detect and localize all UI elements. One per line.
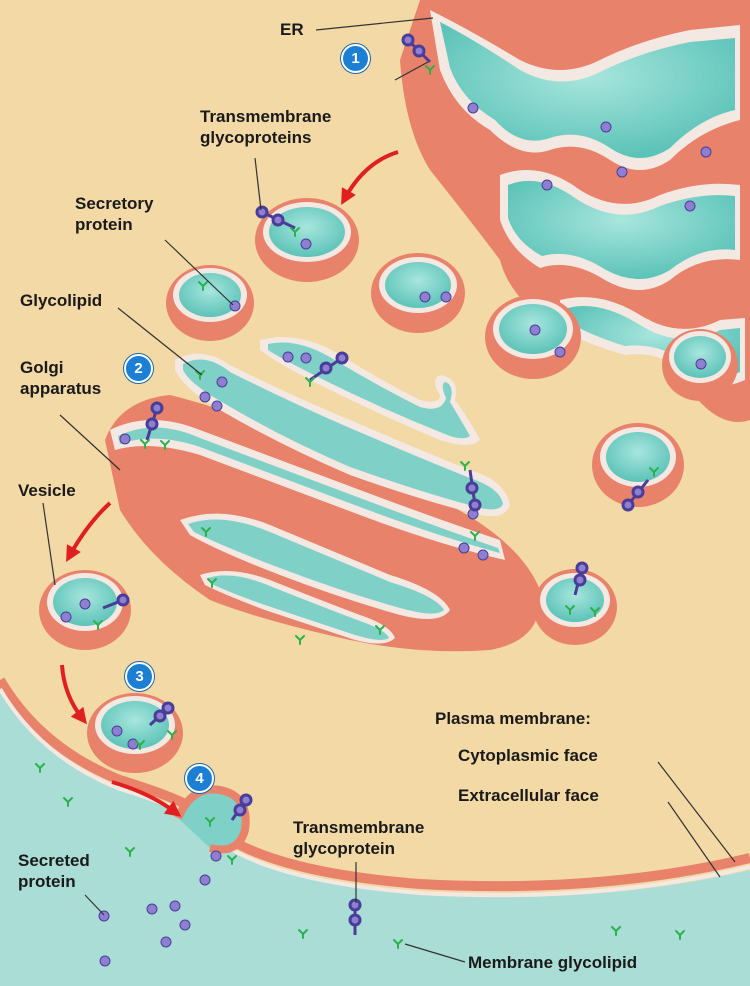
vesicle-golgi-trans [533, 569, 617, 645]
step-badge-4: 4 [185, 764, 214, 793]
plasma-membrane-inner-line [0, 687, 750, 898]
label-plasma-membrane: Plasma membrane: [435, 709, 591, 728]
label-secretory-protein-line-2: protein [75, 215, 133, 234]
label-membrane-glycolipid: Membrane glycolipid [468, 953, 638, 972]
vesicle-er-3 [371, 253, 465, 333]
label-vesicle: Vesicle [18, 481, 76, 500]
label-secreted-protein: Secreted protein [18, 850, 90, 892]
label-transmembrane-glycoproteins-line-1: Transmembrane [200, 107, 332, 126]
label-transmembrane-glycoprotein: Transmembrane glycoprotein [293, 817, 424, 859]
label-extracellular-face: Extracellular face [458, 786, 599, 805]
label-transmembrane-glycoprotein-line-1: Transmembrane [293, 818, 425, 837]
transport-arrows [60, 150, 399, 817]
label-secreted-protein-line-1: Secreted [18, 851, 90, 870]
leader-lines [42, 17, 736, 963]
step-badge-1: 1 [341, 44, 370, 73]
vesicle-er-2 [166, 265, 254, 341]
label-golgi-apparatus-line-2: apparatus [20, 379, 102, 398]
golgi-stack [105, 337, 541, 652]
label-cytoplasmic-face: Cytoplasmic face [458, 746, 598, 765]
vesicle-step-2 [39, 570, 131, 650]
endoplasmic-reticulum [400, 0, 750, 422]
label-er: ER [280, 20, 304, 39]
label-transmembrane-glycoproteins: Transmembrane glycoproteins [200, 106, 331, 148]
label-golgi-apparatus-line-1: Golgi [20, 358, 64, 377]
extracellular-region [0, 690, 750, 986]
vesicle-er-4 [485, 295, 581, 379]
step-badge-2: 2 [124, 354, 153, 383]
label-golgi-apparatus: Golgi apparatus [20, 357, 101, 399]
label-secretory-protein-line-1: Secretory [75, 194, 154, 213]
step-badge-3: 3 [125, 662, 154, 691]
label-glycolipid: Glycolipid [20, 291, 103, 310]
label-transmembrane-glycoproteins-line-2: glycoproteins [200, 128, 312, 147]
label-secreted-protein-line-2: protein [18, 872, 76, 891]
transmembrane-glycoproteins [102, 33, 650, 935]
vesicle-er-6 [592, 423, 684, 507]
label-transmembrane-glycoprotein-line-2: glycoprotein [293, 839, 396, 858]
label-secretory-protein: Secretory protein [75, 193, 153, 235]
